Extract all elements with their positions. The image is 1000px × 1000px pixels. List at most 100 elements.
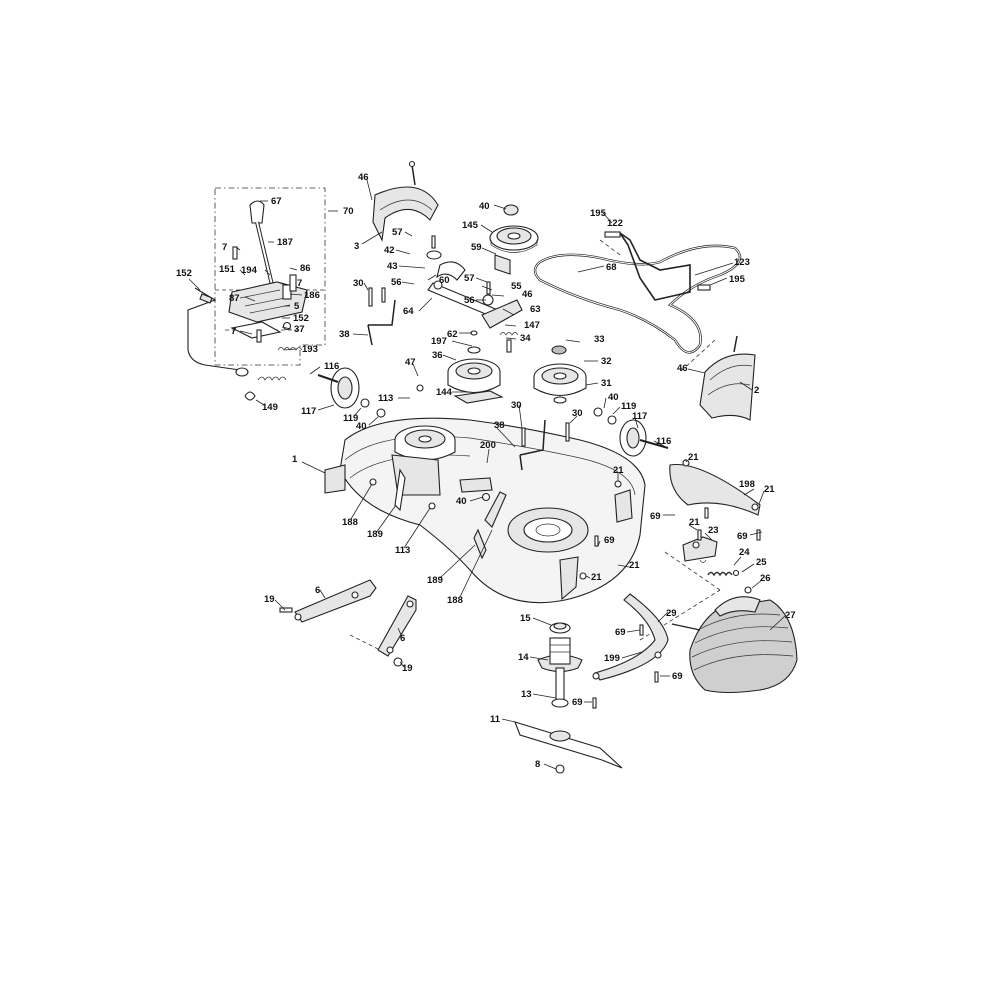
callout-116a: 116 — [324, 361, 339, 372]
callout-38b: 38 — [494, 420, 505, 431]
callout-46c: 46 — [677, 363, 688, 374]
callout-36: 36 — [432, 350, 443, 361]
callout-113b: 113 — [395, 545, 410, 556]
callout-6a: 6 — [315, 585, 320, 596]
callout-19a: 19 — [264, 594, 275, 605]
lift-link-rod — [187, 287, 287, 401]
mower-blade-11 — [514, 721, 623, 774]
guide-line — [679, 339, 716, 373]
callout-63: 63 — [530, 304, 541, 315]
idler-pulley-145 — [489, 204, 539, 253]
callout-187: 187 — [277, 237, 293, 248]
callout-188b: 188 — [447, 595, 463, 606]
guide-line — [599, 239, 621, 256]
front-link-6b — [377, 595, 417, 667]
callout-117a: 117 — [301, 406, 316, 417]
spindle-assembly — [537, 622, 583, 708]
belt-cover-right — [699, 335, 756, 421]
callout-60: 60 — [439, 275, 450, 286]
lift-assembly-group-box — [214, 187, 326, 366]
callout-147: 147 — [524, 320, 540, 331]
mower-deck-shell — [324, 417, 646, 604]
spindle-pulley-left — [447, 346, 504, 404]
callout-59: 59 — [471, 242, 482, 253]
callout-57a: 57 — [392, 227, 403, 238]
lift-handle-assembly — [228, 200, 308, 351]
callout-21f: 21 — [591, 572, 602, 583]
callout-119b: 119 — [621, 401, 636, 412]
callout-34: 34 — [520, 333, 531, 344]
callout-152a: 152 — [176, 268, 192, 279]
drive-belt — [533, 244, 742, 354]
callout-189b: 189 — [427, 575, 443, 586]
callout-31: 31 — [601, 378, 612, 389]
belt-guide-rod — [604, 231, 711, 301]
callout-19b: 19 — [402, 663, 413, 674]
callout-193: 193 — [302, 344, 318, 355]
callout-195b: 195 — [729, 274, 746, 285]
callout-21d: 21 — [689, 517, 700, 528]
callout-188a: 188 — [342, 517, 358, 528]
callout-57b: 57 — [464, 273, 475, 284]
idler-arm-assembly — [426, 235, 523, 353]
callout-25: 25 — [756, 557, 767, 568]
callout-23: 23 — [708, 525, 719, 536]
callout-24: 24 — [739, 547, 750, 558]
callout-119a: 119 — [343, 413, 358, 424]
callout-7a: 7 — [222, 242, 227, 253]
callout-38a: 38 — [339, 329, 350, 340]
callout-152b: 152 — [293, 313, 309, 324]
callout-7b: 7 — [297, 278, 302, 289]
callout-67: 67 — [271, 196, 282, 207]
callout-30a: 30 — [353, 278, 364, 289]
belt-cover-left — [372, 160, 439, 242]
callout-145: 145 — [462, 220, 479, 231]
callout-69b: 69 — [737, 531, 748, 542]
guide-line — [349, 634, 381, 651]
callout-186: 186 — [304, 290, 320, 301]
callout-122: 122 — [607, 218, 623, 229]
callout-21e: 21 — [629, 560, 640, 571]
callout-195a: 195 — [590, 208, 607, 219]
deck-baffle-198 — [669, 459, 761, 516]
callout-200: 200 — [480, 440, 496, 451]
callout-21c: 21 — [764, 484, 775, 495]
discharge-chute-27 — [689, 596, 798, 694]
gauge-wheel-right — [593, 407, 669, 457]
callout-56b: 56 — [464, 295, 475, 306]
callout-69e: 69 — [672, 671, 683, 682]
callout-123: 123 — [734, 257, 750, 268]
spindle-pulley-right — [533, 345, 587, 404]
callout-69f: 69 — [572, 697, 583, 708]
callout-32: 32 — [601, 356, 612, 367]
leader-lines — [188, 179, 786, 770]
deflector-rod-29 — [671, 623, 701, 631]
callout-3: 3 — [354, 241, 359, 252]
callout-144: 144 — [436, 387, 453, 398]
callout-40c: 40 — [608, 392, 619, 403]
callout-6b: 6 — [400, 633, 405, 644]
callout-149: 149 — [262, 402, 278, 413]
hardware-bolts — [579, 480, 761, 709]
callout-68: 68 — [606, 262, 617, 273]
callout-189a: 189 — [367, 529, 383, 540]
callout-64: 64 — [403, 306, 414, 317]
callout-47: 47 — [405, 357, 416, 368]
callout-70: 70 — [343, 206, 354, 217]
callout-116b: 116 — [656, 436, 671, 447]
callout-86: 86 — [300, 263, 311, 274]
callout-46a: 46 — [358, 172, 369, 183]
callout-7c: 7 — [231, 326, 236, 337]
callout-30b: 30 — [511, 400, 522, 411]
callout-40a: 40 — [479, 201, 490, 212]
callout-14: 14 — [518, 652, 529, 663]
callout-117b: 117 — [632, 411, 647, 422]
front-link-6 — [279, 579, 377, 623]
callout-30c: 30 — [572, 408, 583, 419]
callout-46b: 46 — [522, 289, 533, 300]
callout-1: 1 — [292, 454, 298, 465]
callout-33: 33 — [594, 334, 605, 345]
deck-baffle-199 — [592, 593, 669, 681]
callout-21a: 21 — [613, 465, 624, 476]
